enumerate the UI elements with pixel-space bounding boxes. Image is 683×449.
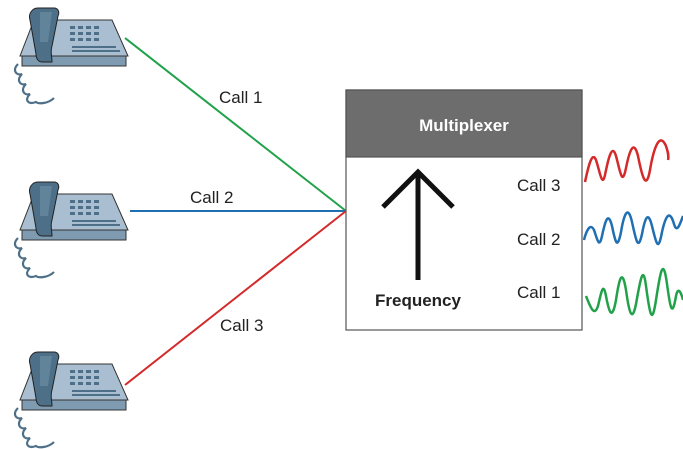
waveform-icon [582,211,683,246]
call-2-label: Call 2 [190,188,233,207]
waveform-icon [583,139,670,183]
multiplexer-header [345,89,583,158]
multiplexer-box: Multiplexer Frequency Call 3 Call 2 Call… [345,89,583,331]
channel-label-call-3: Call 3 [517,176,560,195]
call-3-line [124,210,347,386]
telephone-icon [13,180,130,279]
waveform-icon [584,267,683,316]
frequency-label: Frequency [375,291,462,310]
channel-label-call-2: Call 2 [517,230,560,249]
telephone-icon [13,6,130,105]
call-1-line [124,37,347,212]
frequency-arrow-icon [381,168,455,280]
multiplexer-title: Multiplexer [419,116,509,135]
channel-label-call-1: Call 1 [517,283,560,302]
call-1-label: Call 1 [219,88,262,107]
call-3-label: Call 3 [220,316,263,335]
telephone-icon [13,350,130,449]
